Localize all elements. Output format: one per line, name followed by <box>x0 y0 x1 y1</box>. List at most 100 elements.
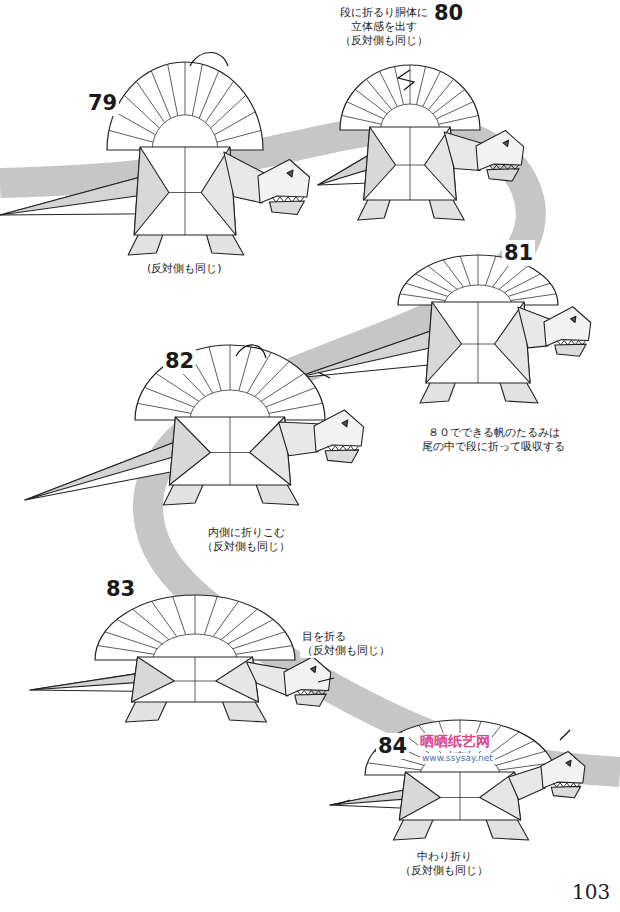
sail-pleat <box>173 597 186 635</box>
sail-pleat <box>156 373 199 401</box>
sail-pleat <box>115 112 156 135</box>
sail-pleat <box>380 71 398 106</box>
sail-pleat <box>439 116 479 125</box>
sail <box>107 62 263 150</box>
sail-pleat <box>266 387 316 407</box>
sail-pleat <box>239 347 251 391</box>
tail <box>0 176 152 216</box>
sail-pleat <box>511 294 556 301</box>
step-number: 84 <box>376 733 409 759</box>
sail-pleat <box>199 71 219 119</box>
step-number: 82 <box>163 348 196 374</box>
sail-pleat <box>230 345 231 390</box>
sail-pleat <box>205 81 233 122</box>
sail-pleat <box>433 89 465 113</box>
tail <box>30 673 150 692</box>
sail-pleat <box>109 130 153 142</box>
tail <box>295 328 444 378</box>
sail-pleat <box>98 646 155 655</box>
fold-arrow <box>560 730 570 740</box>
step-number: 83 <box>104 576 137 602</box>
crease-line <box>460 772 461 820</box>
step-number: 81 <box>502 240 535 266</box>
eye <box>311 666 316 672</box>
tail <box>25 440 187 501</box>
sail-pleat <box>436 102 473 119</box>
fold-arrow <box>318 678 334 682</box>
sail-pleat <box>428 79 453 109</box>
sail-pleat <box>415 274 451 293</box>
sail-base <box>190 390 270 420</box>
sail-pleat <box>136 81 164 122</box>
crease-line <box>185 147 186 235</box>
crease-line <box>461 344 494 345</box>
eye <box>571 316 576 322</box>
sail-base <box>153 634 237 660</box>
crease-line <box>195 657 196 702</box>
tail-shade <box>25 440 184 501</box>
skull <box>476 131 524 171</box>
sail-pleat <box>460 256 470 285</box>
sail-pleat <box>247 352 271 393</box>
lower-jaw <box>295 694 327 706</box>
sail-pleat <box>228 619 273 643</box>
sail-pleat <box>185 62 186 115</box>
sail-pleat <box>144 387 194 407</box>
lower-jaw <box>487 169 519 181</box>
sail-pleat <box>215 112 256 135</box>
sail-pleat <box>342 116 382 125</box>
skull <box>284 657 331 696</box>
eye <box>503 140 509 146</box>
sail-pleat <box>406 283 448 296</box>
sail-pleat <box>124 95 159 128</box>
body <box>132 657 259 702</box>
teeth <box>272 197 304 202</box>
crease-line <box>210 452 249 453</box>
sail-pleat <box>255 361 289 396</box>
sail-pleat <box>394 67 403 105</box>
step-number: 79 <box>86 90 119 116</box>
fold-arrow <box>190 53 228 67</box>
sail-pleat <box>211 95 246 128</box>
sequence-band <box>0 128 620 772</box>
body <box>134 147 236 235</box>
fold-note: (反対側も同じ) <box>145 262 224 276</box>
sail-pleat <box>236 646 293 655</box>
sail-pleat <box>355 89 387 113</box>
sail-pleat <box>347 102 384 119</box>
step-number: 80 <box>432 0 465 26</box>
fold-arrow <box>236 345 266 358</box>
dinosaur-figure <box>30 595 331 722</box>
sail-pleat <box>504 274 540 293</box>
crease-line <box>230 417 231 485</box>
fold-note: 内側に折りこむ （反対側も同じ） <box>200 526 292 554</box>
sail-pleat <box>478 255 479 285</box>
skull <box>544 307 591 346</box>
sail <box>340 65 480 130</box>
teeth <box>328 446 359 451</box>
teeth <box>557 341 586 346</box>
page-number: 103 <box>570 880 612 905</box>
sail-pleat <box>133 609 169 639</box>
lower-jaw <box>270 201 305 215</box>
sail-pleat <box>192 64 202 115</box>
sail-pleat <box>428 266 457 289</box>
body-shade <box>132 657 175 702</box>
sail-pleat <box>485 256 495 285</box>
sail-pleat <box>417 67 426 105</box>
dinosaur-figure <box>295 255 591 403</box>
sail-pleat <box>168 64 178 115</box>
sail-pleat <box>213 601 238 636</box>
tail-shade <box>0 176 149 216</box>
sail <box>95 595 295 660</box>
body <box>399 772 520 820</box>
sail-pleat <box>204 597 217 635</box>
lower-jaw <box>551 786 580 797</box>
teeth <box>489 165 518 170</box>
lower-jaw <box>555 344 587 356</box>
eye <box>342 420 348 427</box>
eye <box>566 760 571 766</box>
eye <box>287 170 293 177</box>
